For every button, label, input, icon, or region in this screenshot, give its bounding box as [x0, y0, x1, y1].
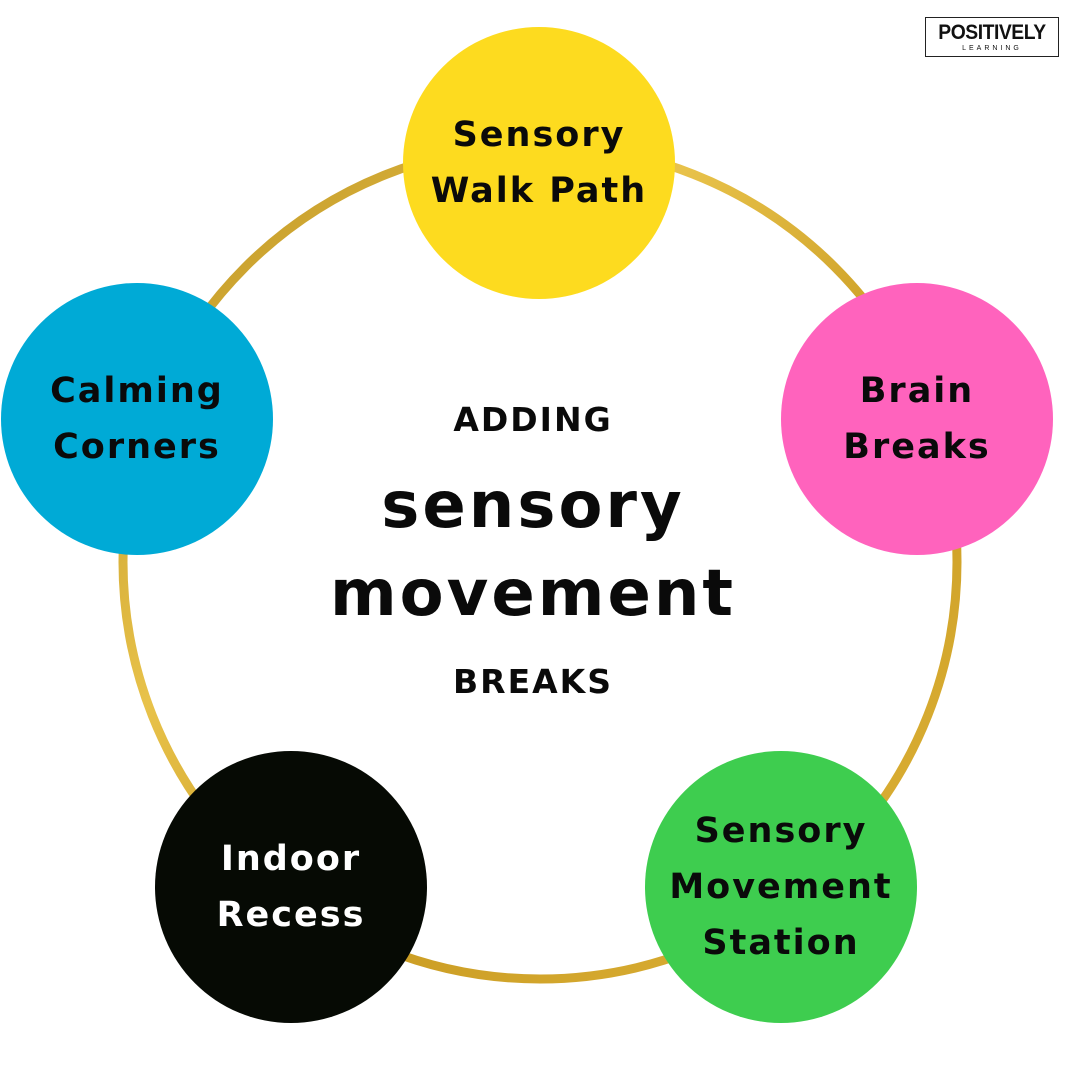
- node-label-line: Recess: [216, 895, 366, 935]
- center-title: ADDING sensory movement BREAKS: [300, 390, 766, 712]
- node-label-line: Walk Path: [430, 171, 648, 211]
- node-label-line: Calming: [50, 371, 224, 411]
- positively-learning-logo: POSITIVELY LEARNING: [925, 17, 1059, 57]
- node-label-line: Station: [702, 923, 860, 963]
- center-line-movement: movement: [329, 557, 737, 631]
- node-calming-corners: Calming Corners: [1, 283, 273, 555]
- node-label-line: Movement: [669, 867, 893, 907]
- node-label-line: Brain: [859, 371, 975, 411]
- logo-subtitle: LEARNING: [962, 45, 1022, 52]
- center-line-breaks: BREAKS: [453, 662, 613, 701]
- node-indoor-recess: Indoor Recess: [155, 751, 427, 1023]
- node-label-line: Breaks: [843, 427, 991, 467]
- node-brain-breaks: Brain Breaks: [781, 283, 1053, 555]
- node-sensory-walk-path: Sensory Walk Path: [403, 27, 675, 299]
- node-label-line: Sensory: [694, 811, 868, 851]
- node-sensory-movement-station: Sensory Movement Station: [645, 751, 917, 1023]
- node-label-line: Corners: [53, 427, 221, 467]
- logo-title: POSITIVELY: [938, 21, 1046, 44]
- center-line-adding: ADDING: [453, 400, 613, 439]
- node-label-line: Indoor: [220, 839, 362, 879]
- center-line-sensory: sensory: [381, 469, 685, 543]
- node-label-line: Sensory: [452, 115, 626, 155]
